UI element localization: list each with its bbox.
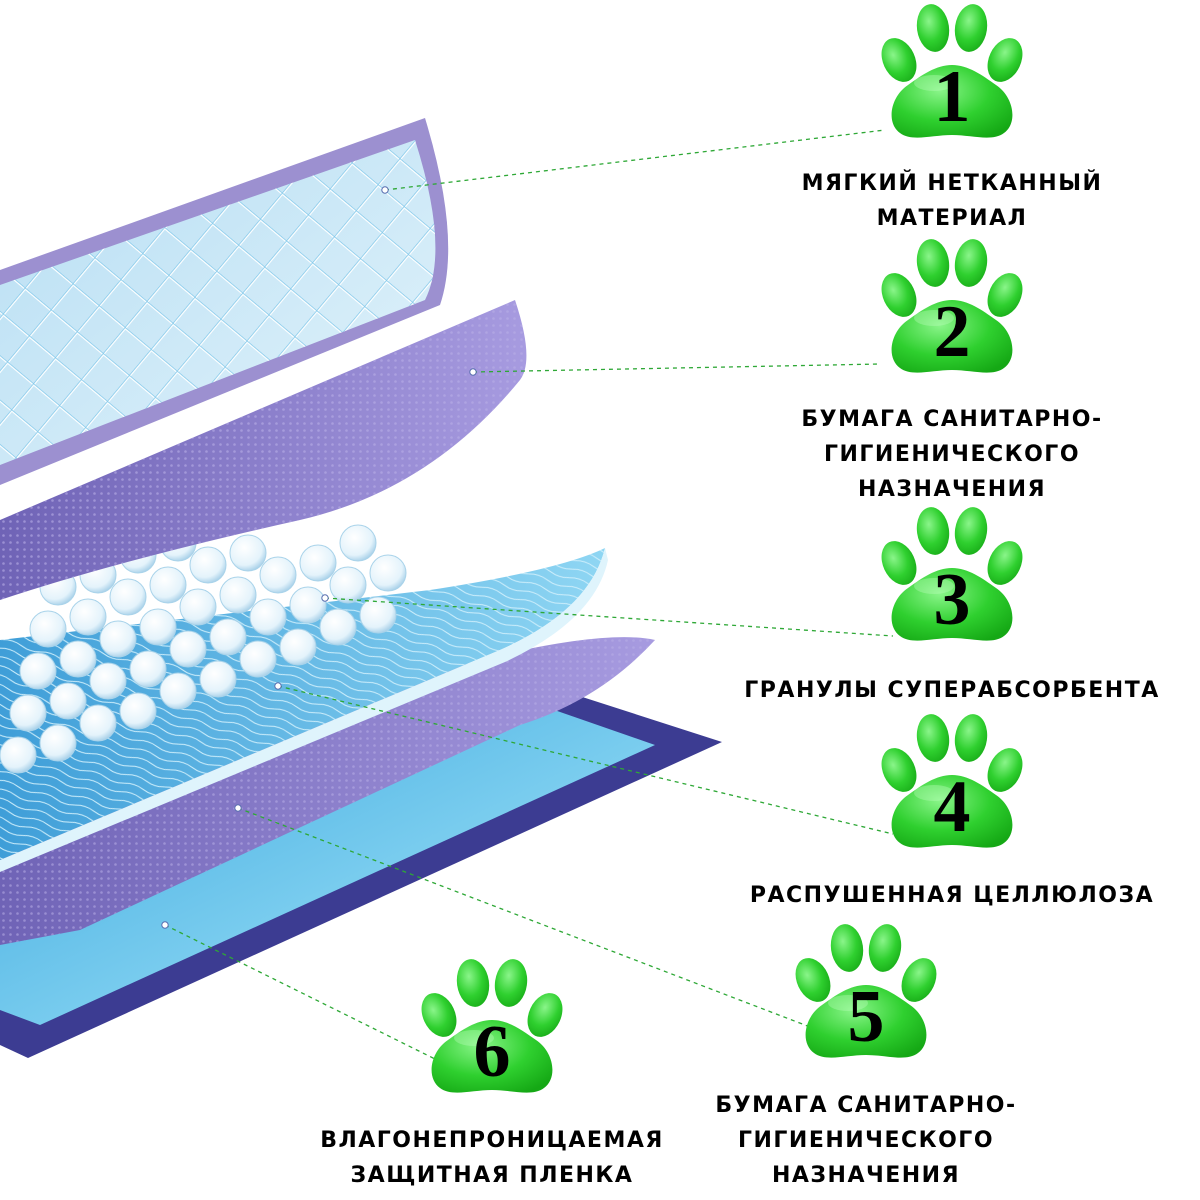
granule: [240, 641, 276, 677]
leader-line-2: [473, 364, 880, 372]
paw-icon: 1: [875, 2, 1029, 138]
paw-icon: 4: [875, 712, 1029, 848]
granule: [150, 567, 186, 603]
leader-line-6: [165, 925, 437, 1060]
granule: [290, 587, 326, 623]
granule: [300, 545, 336, 581]
granule: [90, 663, 126, 699]
granule: [200, 661, 236, 697]
granule: [220, 577, 256, 613]
anchor-dot-2: [470, 369, 476, 375]
granule: [100, 621, 136, 657]
granule: [210, 619, 246, 655]
granule: [180, 589, 216, 625]
layer-number: 2: [934, 291, 971, 373]
granule: [160, 673, 196, 709]
granule: [80, 705, 116, 741]
granule: [10, 695, 46, 731]
granule: [340, 525, 376, 561]
granule: [330, 567, 366, 603]
anchor-dot-4: [275, 683, 281, 689]
label-layer-3: ГРАНУЛЫ СУПЕРАБСОРБЕНТА: [744, 673, 1159, 708]
layer-number: 3: [934, 559, 971, 641]
paw-icon: 3: [875, 505, 1029, 641]
label-layer-4: РАСПУШЕННАЯ ЦЕЛЛЮЛОЗА: [750, 878, 1154, 913]
granule: [170, 631, 206, 667]
granule: [120, 693, 156, 729]
anchor-dot-1: [382, 187, 388, 193]
paw-icon: 2: [875, 237, 1029, 373]
granule: [110, 579, 146, 615]
granule: [130, 651, 166, 687]
anchor-dot-3: [322, 595, 328, 601]
granule: [70, 599, 106, 635]
granule: [250, 599, 286, 635]
granule: [190, 547, 226, 583]
granule: [260, 557, 296, 593]
layer-number: 5: [848, 976, 885, 1058]
layer-number: 6: [474, 1011, 511, 1093]
anchor-dot-5: [235, 805, 241, 811]
granule: [0, 737, 36, 773]
layer-number: 1: [934, 56, 971, 138]
paw-icon: 5: [789, 922, 943, 1058]
layer-number: 4: [934, 766, 971, 848]
granule: [50, 683, 86, 719]
granule: [320, 609, 356, 645]
granule: [30, 611, 66, 647]
granule: [280, 629, 316, 665]
anchor-dot-6: [162, 922, 168, 928]
granule: [230, 535, 266, 571]
paw-icon: 6: [415, 957, 569, 1093]
granule: [370, 555, 406, 591]
granule: [40, 725, 76, 761]
granule: [20, 653, 56, 689]
granule: [60, 641, 96, 677]
granule: [140, 609, 176, 645]
